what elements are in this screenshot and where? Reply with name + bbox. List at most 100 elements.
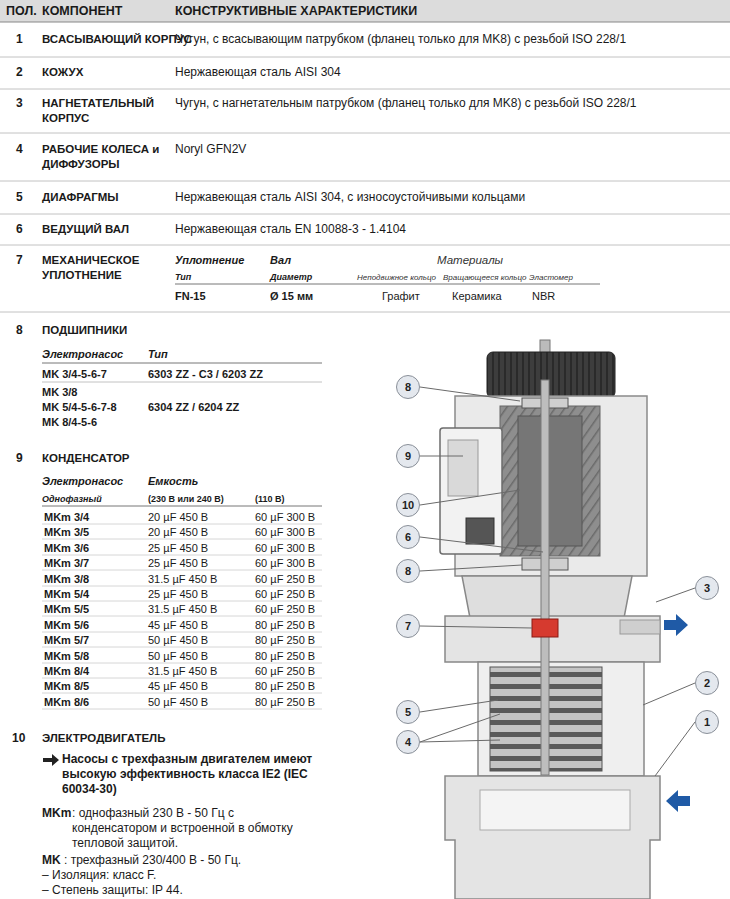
table-cell: MKm 3/4 bbox=[44, 510, 89, 524]
table-cell: 50 µF 450 В bbox=[148, 649, 208, 663]
subtable-subheader: Вращающееся кольцо bbox=[443, 271, 527, 285]
position-number: 8 bbox=[16, 323, 23, 337]
table-cell: MKm 5/7 bbox=[44, 633, 89, 647]
spec-text: Нержавеющая сталь AISI 304 bbox=[175, 65, 341, 80]
subtable-subheader: Эластомер bbox=[529, 271, 573, 285]
table-cell: MK 3/8 bbox=[42, 385, 77, 399]
header-band bbox=[0, 0, 730, 22]
component-name: ПОДШИПНИКИ bbox=[42, 323, 127, 338]
callout-number: 3 bbox=[695, 576, 719, 600]
table-cell: MKm 8/4 bbox=[44, 664, 89, 678]
spec-text: : трехфазный 230/400 В - 50 Гц. bbox=[64, 853, 241, 868]
table-cell: 20 µF 450 В bbox=[148, 525, 208, 539]
note-arrow bbox=[43, 754, 59, 766]
table-cell: Ø 15 мм bbox=[270, 289, 313, 303]
table-cell: 50 µF 450 В bbox=[148, 695, 208, 709]
subtable-subheader: (230 В или 240 В) bbox=[148, 492, 224, 506]
table-cell: MK 5/4-5-6-7-8 bbox=[42, 400, 117, 414]
component-name: ВЕДУЩИЙ ВАЛ bbox=[42, 222, 129, 237]
table-cell: 60 µF 250 В bbox=[255, 587, 315, 601]
table-cell: 50 µF 450 В bbox=[148, 633, 208, 647]
table-cell: 6303 ZZ - C3 / 6203 ZZ bbox=[148, 367, 263, 381]
component-name: ВСАСЫВАЮЩИЙ КОРПУС bbox=[42, 32, 192, 47]
position-number: 10 bbox=[12, 731, 25, 745]
callout-number: 1 bbox=[695, 710, 719, 734]
subtable-header: Электронасос bbox=[42, 474, 123, 488]
callout-number: 9 bbox=[396, 444, 420, 468]
leader-lines bbox=[420, 387, 695, 776]
spec-text: – Изоляция: класс F. bbox=[42, 868, 156, 883]
callout-text: 8 bbox=[405, 565, 411, 577]
subtable-header: Тип bbox=[148, 347, 168, 361]
table-cell: MKm 3/6 bbox=[44, 541, 89, 555]
position-number: 7 bbox=[16, 253, 23, 267]
table-cell: 25 µF 450 В bbox=[148, 587, 208, 601]
table-cell: 31.5 µF 450 В bbox=[148, 664, 217, 678]
spec-text: – Степень защиты: IP 44. bbox=[42, 883, 183, 898]
component-name: КОЖУХ bbox=[42, 65, 83, 80]
table-cell: MK 8/4-5-6 bbox=[42, 415, 97, 429]
table-cell: 31.5 µF 450 В bbox=[148, 602, 217, 616]
callout-text: 5 bbox=[405, 706, 411, 718]
callout-text: 4 bbox=[405, 736, 411, 748]
table-cell: MKm 8/5 bbox=[44, 679, 89, 693]
callout-number: 6 bbox=[396, 525, 420, 549]
component-name: НАГНЕТАТЕЛЬНЫЙ КОРПУС bbox=[42, 96, 167, 126]
component-name: РАБОЧИЕ КОЛЕСА и ДИФФУЗОРЫ bbox=[42, 142, 167, 172]
position-number: 6 bbox=[16, 222, 23, 236]
subtable-header: Вал bbox=[270, 253, 291, 267]
callout-text: 1 bbox=[704, 716, 710, 728]
table-cell: MK 3/4-5-6-7 bbox=[42, 367, 107, 381]
table-cell: Графит bbox=[382, 289, 420, 303]
table-cell: 25 µF 450 В bbox=[148, 541, 208, 555]
model-code: MK bbox=[42, 853, 61, 868]
callout-text: 9 bbox=[405, 450, 411, 462]
note-text: Насосы с трехфазным двигателем имеют выс… bbox=[62, 752, 324, 797]
component-name: МЕХАНИЧЕСКОЕ УПЛОТНЕНИЕ bbox=[42, 253, 167, 283]
callout-text: 8 bbox=[405, 381, 411, 393]
table-cell: 60 µF 300 В bbox=[255, 541, 315, 555]
position-number: 1 bbox=[16, 32, 23, 46]
component-name: ДИАФРАГМЫ bbox=[42, 190, 119, 205]
table-cell: 80 µF 250 В bbox=[255, 649, 315, 663]
subtable-subheader: Однофазный bbox=[42, 492, 102, 506]
table-rules bbox=[42, 524, 322, 709]
table-cell: NBR bbox=[532, 289, 555, 303]
callout-text: 2 bbox=[704, 677, 710, 689]
callout-text: 10 bbox=[402, 499, 414, 511]
spec-text: Чугун, с всасывающим патрубком (фланец т… bbox=[175, 32, 626, 47]
subtable-subheader: (110 В) bbox=[255, 492, 285, 506]
component-name: ЭЛЕКТРОДВИГАТЕЛЬ bbox=[42, 731, 165, 746]
table-cell: 6304 ZZ / 6204 ZZ bbox=[148, 400, 239, 414]
outlet-arrow bbox=[664, 614, 688, 636]
callout-number: 8 bbox=[396, 375, 420, 399]
spec-text: Чугун, с нагнетательным патрубком (флане… bbox=[175, 96, 637, 111]
subtable-subheader: Тип bbox=[175, 270, 191, 284]
column-header: ПОЛ. bbox=[6, 4, 37, 18]
pump-drawing bbox=[440, 340, 690, 899]
subtable-subheader: Неподвижное кольцо bbox=[357, 271, 436, 285]
column-header: КОМПОНЕНТ bbox=[42, 4, 123, 18]
table-cell: Керамика bbox=[452, 289, 502, 303]
table-cell: 60 µF 250 В bbox=[255, 664, 315, 678]
table-cell: 31.5 µF 450 В bbox=[148, 572, 217, 586]
table-cell: 45 µF 450 В bbox=[148, 618, 208, 632]
callout-text: 7 bbox=[405, 620, 411, 632]
callout-number: 10 bbox=[396, 493, 420, 517]
position-number: 4 bbox=[16, 142, 23, 156]
column-header: КОНСТРУКТИВНЫЕ ХАРАКТЕРИСТИКИ bbox=[175, 4, 417, 18]
callout-number: 8 bbox=[396, 559, 420, 583]
component-name: КОНДЕНСАТОР bbox=[42, 451, 130, 466]
table-cell: MKm 5/5 bbox=[44, 602, 89, 616]
spec-text: Нержавеющая сталь EN 10088-3 - 1.4104 bbox=[175, 222, 406, 237]
table-cell: 45 µF 450 В bbox=[148, 679, 208, 693]
position-number: 9 bbox=[16, 451, 23, 465]
table-cell: 80 µF 250 В bbox=[255, 618, 315, 632]
table-cell: 60 µF 300 В bbox=[255, 510, 315, 524]
table-cell: MKm 3/7 bbox=[44, 556, 89, 570]
position-number: 5 bbox=[16, 190, 23, 204]
callout-number: 2 bbox=[695, 671, 719, 695]
callout-number: 7 bbox=[396, 614, 420, 638]
table-cell: 80 µF 250 В bbox=[255, 695, 315, 709]
table-cell: MKm 5/8 bbox=[44, 649, 89, 663]
